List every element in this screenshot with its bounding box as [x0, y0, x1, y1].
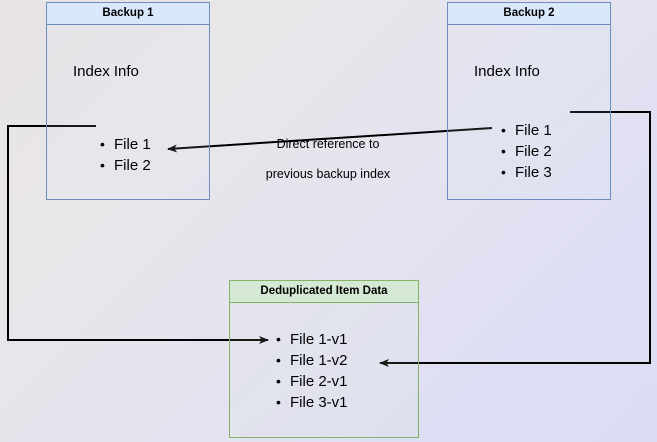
list-item: File 1-v2 — [274, 350, 348, 371]
node-deduplicated-item-data[interactable]: Deduplicated Item Data File 1-v1 File 1-… — [229, 280, 419, 438]
edge-label-line-2: previous backup index — [265, 167, 391, 181]
node-backup-1-body: Index Info File 1 File 2 — [47, 25, 209, 199]
list-item: File 2-v1 — [274, 371, 348, 392]
node-backup-1-file-list: File 1 File 2 — [98, 134, 151, 176]
node-backup-2-header: Backup 2 — [448, 3, 610, 25]
list-item: File 2 — [98, 155, 151, 176]
list-item: File 3-v1 — [274, 392, 348, 413]
list-item: File 3 — [499, 162, 552, 183]
node-backup-1-header: Backup 1 — [47, 3, 209, 25]
list-item: File 1 — [98, 134, 151, 155]
node-backup-1-subtitle: Index Info — [73, 63, 139, 80]
edge-label-direct-reference: Direct reference to previous backup inde… — [248, 122, 408, 197]
list-item: File 1 — [499, 120, 552, 141]
node-backup-2[interactable]: Backup 2 Index Info File 1 File 2 File 3 — [447, 2, 611, 200]
list-item: File 2 — [499, 141, 552, 162]
node-deduplicated-item-data-header: Deduplicated Item Data — [230, 281, 418, 303]
node-deduplicated-item-data-body: File 1-v1 File 1-v2 File 2-v1 File 3-v1 — [230, 303, 418, 437]
node-backup-2-file-list: File 1 File 2 File 3 — [499, 120, 552, 183]
node-backup-2-subtitle: Index Info — [474, 63, 540, 80]
list-item: File 1-v1 — [274, 329, 348, 350]
node-backup-2-body: Index Info File 1 File 2 File 3 — [448, 25, 610, 199]
edge-label-line-1: Direct reference to — [276, 137, 380, 151]
node-backup-1[interactable]: Backup 1 Index Info File 1 File 2 — [46, 2, 210, 200]
node-deduplicated-item-data-file-list: File 1-v1 File 1-v2 File 2-v1 File 3-v1 — [274, 329, 348, 413]
